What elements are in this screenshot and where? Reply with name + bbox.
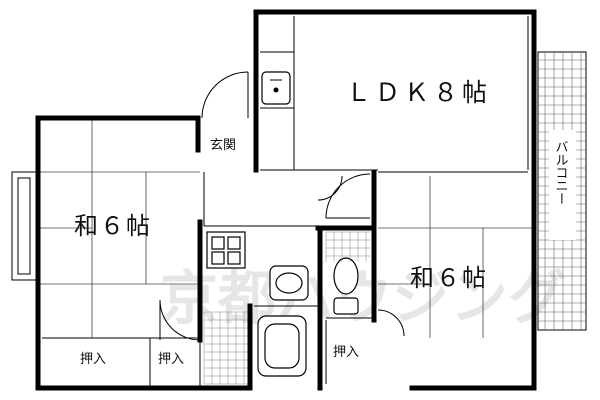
- walls: [35, 9, 537, 391]
- room-label-balcony: バルコニー: [553, 140, 569, 205]
- room-label-washitsu-right: 和６帖: [410, 264, 488, 292]
- interior-lines: [42, 169, 528, 386]
- tatami-left: [40, 120, 200, 338]
- room-label-oshiire-left-1: 押入: [80, 352, 106, 367]
- kitchen-counter: [260, 16, 295, 170]
- room-label-washitsu-left: 和６帖: [74, 212, 152, 240]
- tile-floor: [203, 231, 370, 385]
- door-swings: [159, 71, 405, 341]
- room-label-oshiire-right: 押入: [333, 345, 359, 360]
- bathtub: [257, 315, 307, 377]
- left-window: [11, 171, 37, 281]
- watermark: 京都ハウジング: [160, 264, 566, 332]
- room-label-genkan: 玄関: [210, 138, 236, 153]
- toilet: [333, 257, 359, 315]
- tatami-right: [378, 176, 536, 338]
- wash-basin: [269, 265, 309, 301]
- stove: [206, 231, 246, 269]
- balcony: [537, 51, 587, 331]
- room-label-ldk: ＬＤＫ８帖: [346, 78, 491, 107]
- room-label-oshiire-left-2: 押入: [158, 352, 184, 367]
